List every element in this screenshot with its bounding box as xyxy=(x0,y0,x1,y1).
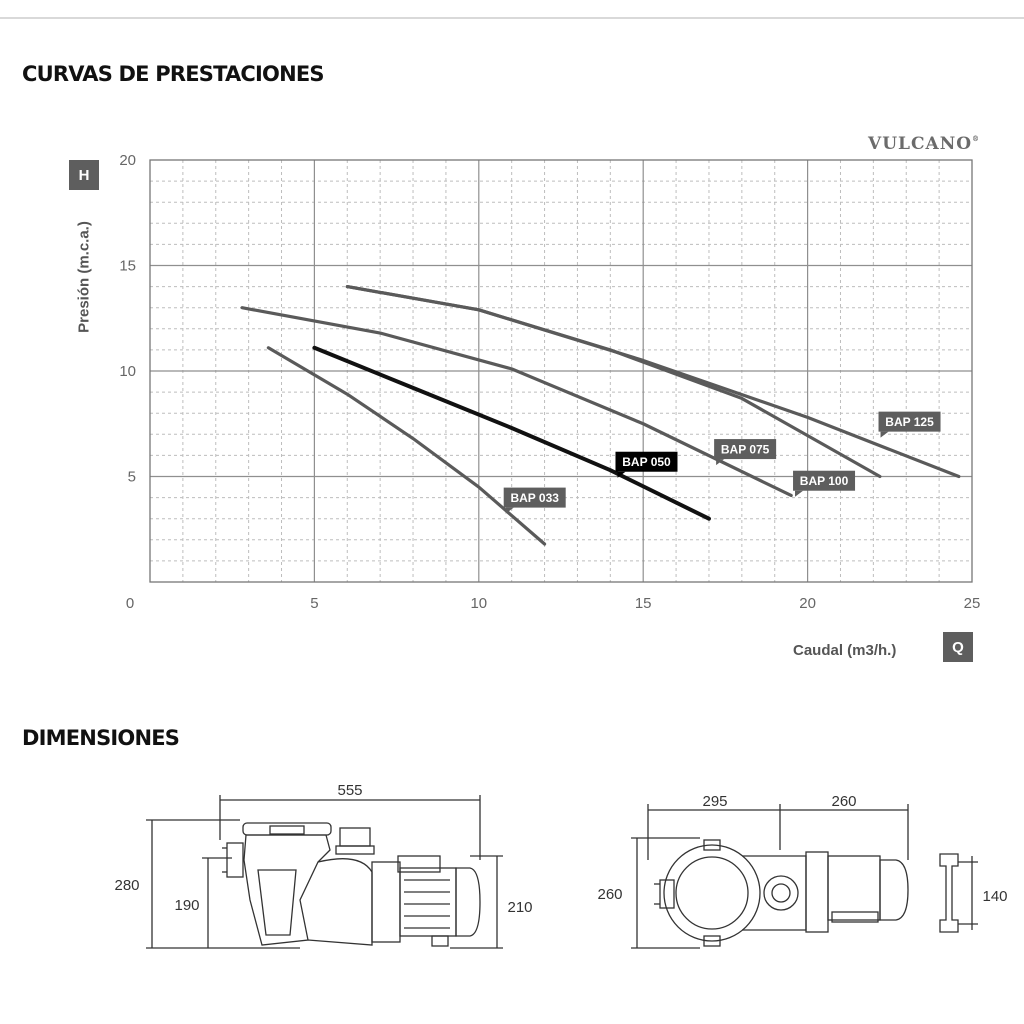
series-label-pointer xyxy=(716,459,725,466)
chart-curves xyxy=(240,285,961,546)
series-label-pointer xyxy=(795,490,804,497)
series-label-bg xyxy=(503,487,566,508)
series-label-bg xyxy=(878,411,941,432)
series-label-bg xyxy=(615,451,678,472)
x-axis-letter: Q xyxy=(943,632,973,662)
brand-logo: VULCANO® xyxy=(868,134,981,154)
series-label-bap-050: BAP 050 xyxy=(615,451,678,478)
series-label-bap-075: BAP 075 xyxy=(714,439,777,466)
plot-frame xyxy=(149,159,973,583)
y-tick-label: 15 xyxy=(119,258,136,275)
side-view-drawing xyxy=(146,795,503,949)
series-label-pointer xyxy=(505,507,514,514)
series-label-text: BAP 033 xyxy=(510,491,559,505)
dim-top-width-pump: 295 xyxy=(702,793,727,810)
dim-side-height-inlet: 190 xyxy=(174,897,199,914)
dim-side-height-total: 280 xyxy=(114,877,139,894)
curve-bap-050 xyxy=(312,345,711,521)
y-axis-letter: H xyxy=(69,160,99,190)
series-label-bap-125: BAP 125 xyxy=(878,411,941,438)
chart-ticks: 0 5 10 15 20 25 5 10 15 20 xyxy=(119,152,980,612)
series-label-bap-033: BAP 033 xyxy=(503,487,566,514)
y-tick-label: 10 xyxy=(119,363,136,380)
dim-end-height: 140 xyxy=(982,888,1007,905)
y-tick-label: 20 xyxy=(119,152,136,169)
x-tick-label: 10 xyxy=(470,595,487,612)
series-label-text: BAP 125 xyxy=(885,415,934,429)
dim-side-height-motor: 210 xyxy=(507,899,532,916)
dim-top-width-motor: 260 xyxy=(831,793,856,810)
dimensions-section-title: DIMENSIONES xyxy=(22,726,180,750)
y-tick-label: 5 xyxy=(128,469,136,486)
top-view-drawing xyxy=(631,804,909,949)
curve-bap-075 xyxy=(240,306,793,498)
x-axis-label: Caudal (m3/h.) xyxy=(793,642,897,659)
series-label-text: BAP 050 xyxy=(622,455,671,469)
curve-bap-125 xyxy=(345,285,961,479)
series-label-pointer xyxy=(617,471,626,478)
x-tick-label: 20 xyxy=(799,595,816,612)
series-label-text: BAP 100 xyxy=(800,474,849,488)
dim-side-length: 555 xyxy=(337,782,362,799)
dim-top-depth: 260 xyxy=(597,886,622,903)
curve-bap-033 xyxy=(266,346,547,546)
x-tick-label: 25 xyxy=(964,595,981,612)
series-label-bap-100: BAP 100 xyxy=(793,470,856,497)
series-label-pointer xyxy=(880,431,889,438)
series-label-text: BAP 075 xyxy=(721,443,770,457)
x-tick-label: 15 xyxy=(635,595,652,612)
performance-section-title: CURVAS DE PRESTACIONES xyxy=(22,62,325,86)
top-divider xyxy=(0,17,1024,19)
series-label-bg xyxy=(793,470,856,491)
x-tick-label: 0 xyxy=(126,595,134,612)
end-view-drawing xyxy=(939,853,978,933)
chart-grid xyxy=(149,159,973,583)
series-label-bg xyxy=(714,439,777,460)
x-tick-label: 5 xyxy=(310,595,318,612)
